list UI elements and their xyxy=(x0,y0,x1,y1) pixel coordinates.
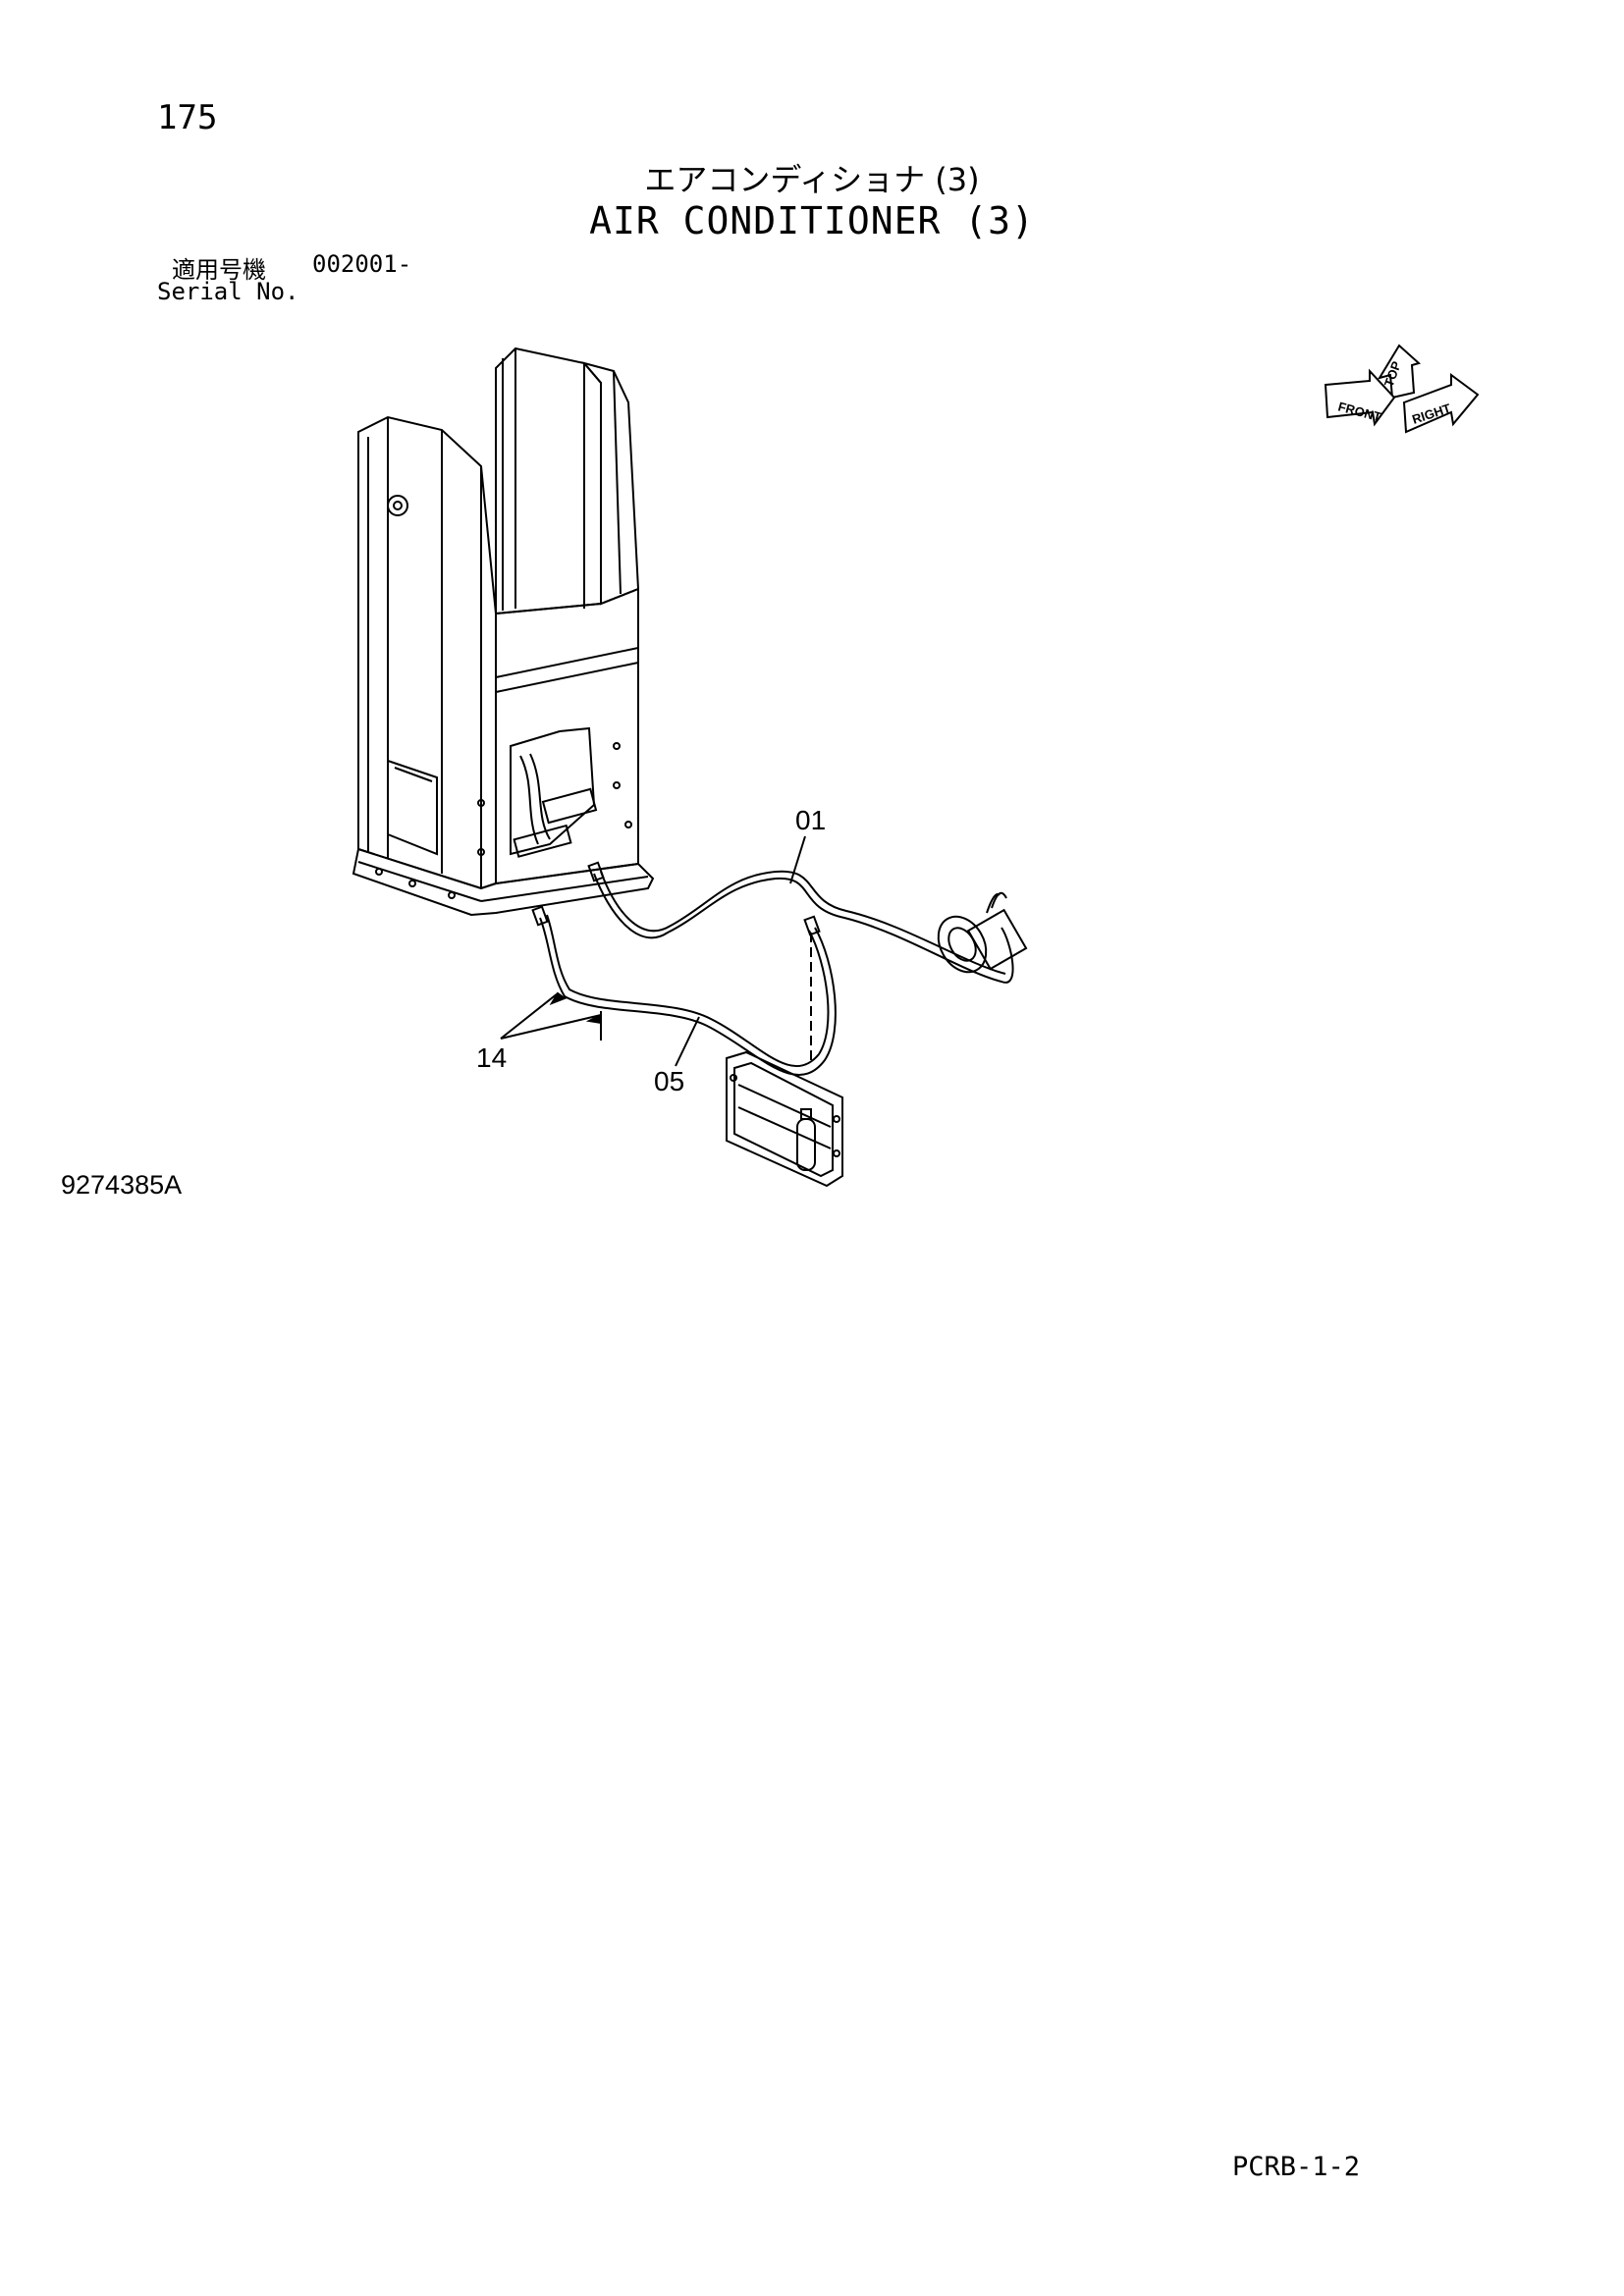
page-number: 175 xyxy=(157,98,218,137)
callout-part-05: 05 xyxy=(654,1066,685,1096)
callout-part-01: 01 xyxy=(795,805,827,835)
serial-label-japanese: 適用号機 xyxy=(172,256,266,284)
callout-part-14: 14 xyxy=(476,1042,508,1073)
page-title: AIR CONDITIONER (3) xyxy=(589,199,1035,242)
direction-top-label: TOP xyxy=(1381,359,1404,389)
serial-number-value: 002001- xyxy=(312,250,412,278)
serial-label: Serial No. xyxy=(157,278,299,305)
orientation-arrows-icon xyxy=(1324,344,1480,434)
cab-frame xyxy=(352,347,655,917)
hose-lines xyxy=(531,861,1014,1076)
leader-lines xyxy=(500,835,806,1067)
page-code: PCRB-1-2 xyxy=(1232,2152,1361,2182)
direction-front-label: FRONT xyxy=(1336,399,1382,424)
compressor-icon xyxy=(937,891,1028,974)
direction-right-label: RIGHT xyxy=(1410,400,1452,427)
condenser-icon xyxy=(726,1050,843,1188)
page-title-japanese: エアコンディショナ (3) xyxy=(644,161,980,198)
drawing-number: 9274385A xyxy=(61,1170,183,1200)
